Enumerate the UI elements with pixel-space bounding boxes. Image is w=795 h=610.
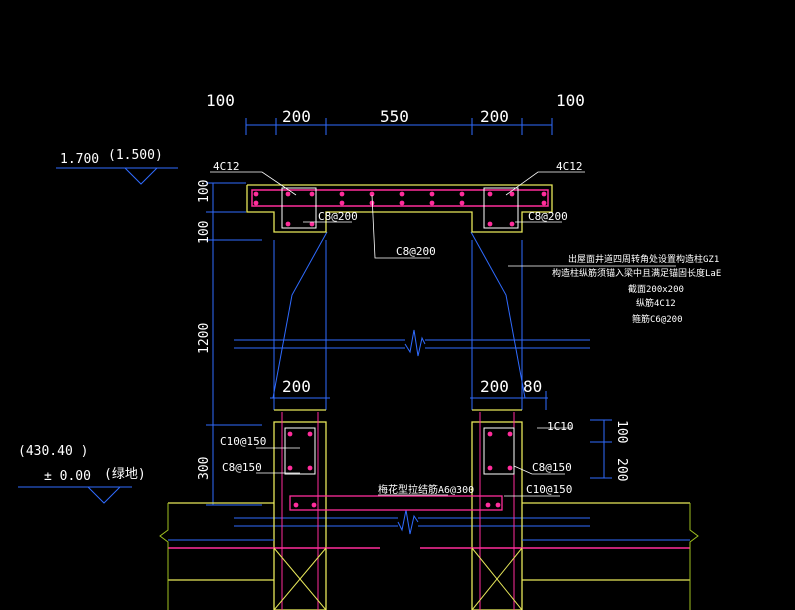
rebar-layout	[251, 187, 549, 511]
rebar-dot	[487, 221, 493, 227]
leader-lines	[210, 171, 676, 497]
rebar-dot	[485, 502, 491, 508]
dim-top-left: 200	[282, 107, 311, 126]
rebar-dot	[487, 191, 493, 197]
dim-top-right-outer: 100	[556, 91, 585, 110]
rebar-dot	[541, 191, 547, 197]
rebar-dot	[311, 502, 317, 508]
dim-top-right: 200	[480, 107, 509, 126]
annotation-text: 100 200 550 200 100 100 100 1200 300 200…	[18, 91, 721, 496]
label-col-right-stirrup: C8@150	[532, 461, 572, 474]
rebar-dot	[541, 200, 547, 206]
dim-mid-right: 200	[480, 377, 509, 396]
note-line-2: 构造柱纵筋须锚入梁中且满足锚固长度LaE	[552, 267, 721, 279]
wall-lines	[159, 412, 699, 610]
dim-left-v4: 300	[197, 457, 212, 480]
label-col-right-main: C10@150	[526, 483, 572, 496]
rebar-dots	[253, 191, 547, 508]
dim-top-left-outer: 100	[206, 91, 235, 110]
rebar-dot	[459, 191, 465, 197]
dim-right-v2: 200	[614, 458, 629, 481]
dim-right-v1: 100	[614, 420, 629, 443]
rebar-dot	[285, 221, 291, 227]
rebar-dot	[253, 191, 259, 197]
rebar-dot	[287, 431, 293, 437]
rebar-dot	[487, 431, 493, 437]
rebar-dot	[369, 191, 375, 197]
rebar-dot	[507, 465, 513, 471]
elevation-lower-note: (绿地)	[104, 467, 146, 482]
rebar-dot	[309, 221, 315, 227]
rebar-dot	[399, 191, 405, 197]
label-top-left-rebar: 4C12	[213, 160, 240, 173]
dim-left-v3: 1200	[197, 323, 212, 354]
rebar-dot	[495, 502, 501, 508]
dim-top-middle: 550	[380, 107, 409, 126]
rebar-dot	[285, 191, 291, 197]
elevation-lower-paren: (430.40 )	[18, 444, 88, 459]
rebar-dot	[429, 191, 435, 197]
rebar-dot	[399, 200, 405, 206]
rebar-dot	[293, 502, 299, 508]
elevation-upper: 1.700	[60, 152, 99, 167]
note-line-4: 纵筋4C12	[636, 297, 676, 309]
label-col-left-main: C10@150	[220, 435, 266, 448]
rebar-dot	[429, 200, 435, 206]
rebar-dot	[307, 465, 313, 471]
rebar-dot	[287, 465, 293, 471]
note-line-5: 箍筋C6@200	[632, 313, 683, 325]
label-stirrup-center: C8@200	[396, 245, 436, 258]
dimension-lines	[18, 118, 612, 535]
label-col-left-stirrup: C8@150	[222, 461, 262, 474]
dim-mid-left: 200	[282, 377, 311, 396]
rebar-dot	[509, 221, 515, 227]
rebar-dot	[487, 465, 493, 471]
rebar-dot	[509, 191, 515, 197]
dim-left-v1: 100	[197, 180, 212, 203]
note-line-1: 出屋面井道四周转角处设置构造柱GZ1	[568, 253, 719, 265]
elevation-upper-paren: (1.500)	[108, 148, 163, 163]
elevation-lower: ± 0.00	[44, 469, 91, 484]
label-wall-tie: 梅花型拉结筋A6@300	[378, 483, 474, 496]
rebar-dot	[253, 200, 259, 206]
concrete-outline	[168, 184, 690, 610]
label-col-right-tie: 1C10	[547, 420, 574, 433]
rebar-dot	[507, 431, 513, 437]
dim-left-v2: 100	[197, 221, 212, 244]
rebar-dot	[339, 191, 345, 197]
rebar-dot	[307, 431, 313, 437]
rebar-dot	[309, 191, 315, 197]
note-line-3: 截面200x200	[628, 283, 684, 295]
dim-mid-right-small: 80	[523, 377, 542, 396]
label-top-right-rebar: 4C12	[556, 160, 583, 173]
label-stirrup-left: C8@200	[318, 210, 358, 223]
rebar-dot	[339, 200, 345, 206]
label-stirrup-right: C8@200	[528, 210, 568, 223]
rebar-dot	[459, 200, 465, 206]
